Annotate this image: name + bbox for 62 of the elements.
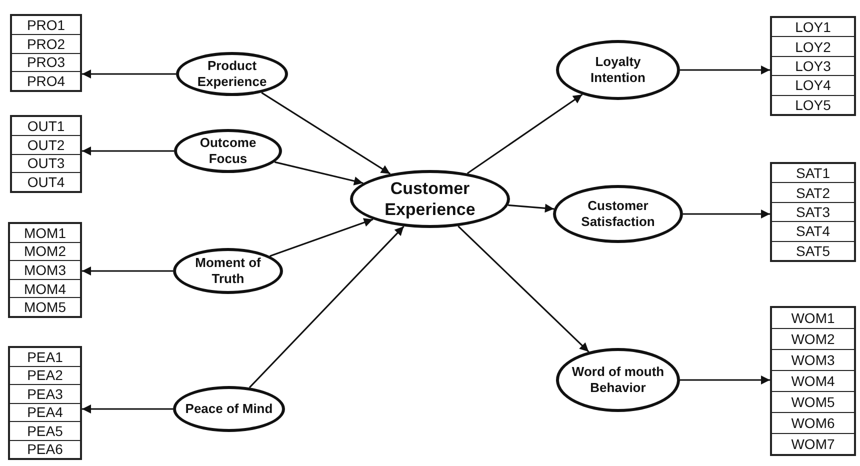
arrow	[248, 226, 404, 388]
indicator-cell: SAT1	[772, 164, 854, 184]
indicator-cell: SAT3	[772, 202, 854, 222]
indicator-cell: PEA2	[10, 366, 80, 385]
arrow	[508, 204, 554, 213]
construct-label: Product Experience	[196, 58, 268, 90]
indicator-table	[770, 306, 856, 456]
indicator-cell: WOM6	[772, 413, 854, 434]
indicator-table	[8, 222, 82, 318]
indicator-cell: OUT3	[12, 154, 80, 174]
indicator-cell-text: OUT4	[26, 173, 66, 191]
indicator-cell: SAT4	[772, 222, 854, 242]
arrow	[683, 210, 770, 218]
indicator-cell: WOM2	[772, 329, 854, 350]
construct-label: Outcome Focus	[198, 134, 258, 168]
indicator-cell-text: MOM5	[23, 298, 67, 316]
arrow	[82, 404, 173, 414]
indicator-cell: PRO3	[12, 54, 80, 72]
arrow	[274, 161, 364, 186]
arrow	[82, 266, 173, 276]
indicator-cell-text: PRO4	[26, 72, 66, 90]
arrow	[680, 376, 770, 384]
indicator-cell: WOM4	[772, 371, 854, 392]
construct-label: Loyalty Intention	[590, 54, 646, 86]
construct-label: Customer Satisfaction	[580, 198, 656, 230]
indicator-cell: PRO1	[12, 16, 80, 35]
indicator-cell: LOY2	[772, 37, 854, 57]
construct-label: Moment of Truth	[194, 254, 262, 288]
indicator-cell: OUT2	[12, 136, 80, 154]
indicator-table	[8, 346, 82, 460]
construct-label: Customer Experience	[384, 178, 476, 220]
construct-label: Peace of Mind	[184, 400, 274, 418]
indicator-cell: PRO2	[12, 34, 80, 54]
indicator-cell-text: LOY5	[794, 96, 832, 114]
indicator-cell-text: PEA6	[26, 440, 64, 458]
indicator-cell: MOM4	[10, 280, 80, 298]
indicator-cell: WOM3	[772, 350, 854, 371]
indicator-cell: LOY1	[772, 18, 854, 38]
arrow	[680, 66, 770, 74]
indicator-table	[770, 16, 856, 116]
indicator-cell-text: SAT5	[795, 242, 831, 260]
indicator-cell: PEA3	[10, 385, 80, 404]
indicator-cell-text: WOM7	[790, 435, 836, 454]
indicator-cell: OUT1	[12, 117, 80, 136]
indicator-cell: LOY4	[772, 76, 854, 96]
arrow	[82, 146, 174, 156]
indicator-table	[10, 14, 82, 92]
indicator-cell: PEA5	[10, 422, 80, 440]
indicator-cell: PEA4	[10, 404, 80, 422]
indicator-table	[770, 162, 856, 262]
indicator-cell: PEA1	[10, 348, 80, 366]
indicator-cell: LOY3	[772, 56, 854, 76]
indicator-cell: WOM1	[772, 308, 854, 329]
indicator-cell: MOM3	[10, 261, 80, 280]
indicator-cell: WOM5	[772, 392, 854, 413]
construct-label: Word of mouth Behavior	[570, 364, 666, 396]
indicator-cell: MOM1	[10, 224, 80, 243]
indicator-table	[10, 115, 82, 193]
arrow	[270, 218, 374, 257]
arrow	[82, 70, 176, 78]
indicator-cell: SAT2	[772, 183, 854, 203]
indicator-cell: MOM2	[10, 242, 80, 262]
